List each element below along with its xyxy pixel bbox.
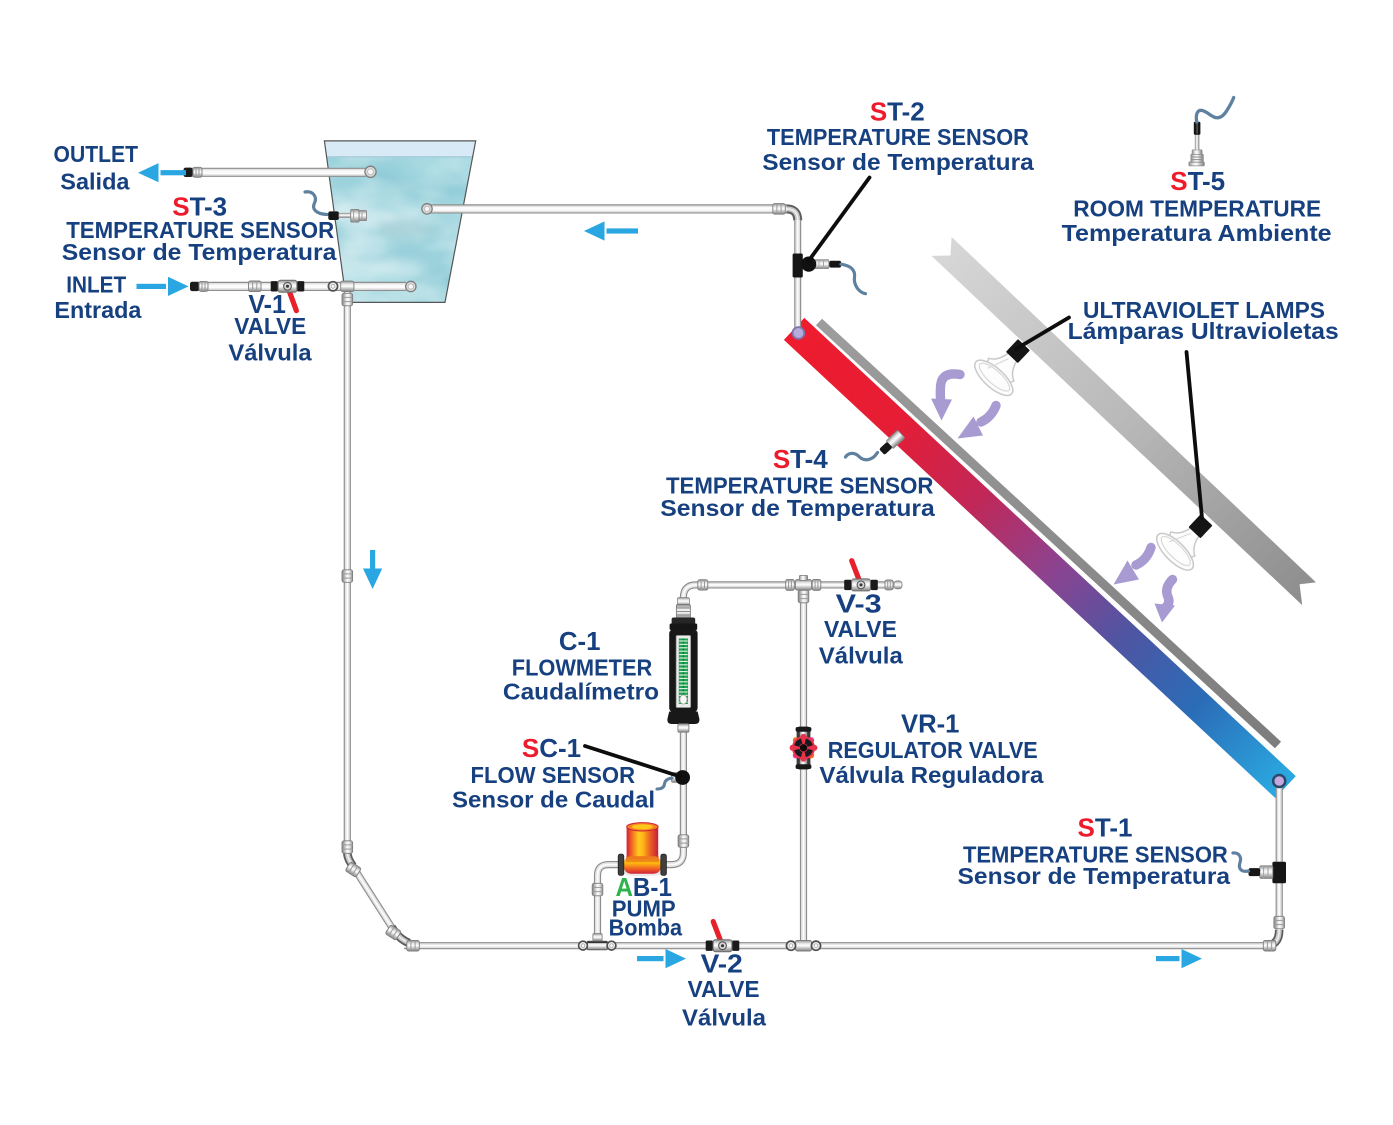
- svg-text:ST-3: ST-3: [172, 192, 227, 222]
- svg-text:ST-2: ST-2: [870, 97, 925, 127]
- svg-text:Válvula: Válvula: [228, 340, 312, 366]
- svg-text:TEMPERATURE SENSOR: TEMPERATURE SENSOR: [666, 473, 934, 499]
- svg-text:V-1: V-1: [248, 289, 286, 319]
- svg-text:VALVE: VALVE: [234, 313, 306, 339]
- svg-text:FLOWMETER: FLOWMETER: [512, 655, 653, 681]
- svg-text:OUTLET: OUTLET: [54, 141, 139, 167]
- svg-text:Sensor de Temperatura: Sensor de Temperatura: [762, 149, 1034, 175]
- svg-text:ST-4: ST-4: [773, 444, 828, 474]
- svg-text:ULTRAVIOLET LAMPS: ULTRAVIOLET LAMPS: [1083, 297, 1325, 323]
- svg-text:Sensor de Temperatura: Sensor de Temperatura: [660, 495, 935, 521]
- svg-text:ST-1: ST-1: [1078, 813, 1133, 843]
- svg-text:SC-1: SC-1: [522, 733, 581, 763]
- svg-text:INLET: INLET: [66, 272, 126, 298]
- svg-text:Sensor de Caudal: Sensor de Caudal: [452, 787, 655, 813]
- svg-text:C-1: C-1: [559, 626, 601, 656]
- svg-text:Válvula Reguladora: Válvula Reguladora: [819, 762, 1043, 788]
- svg-text:ST-5: ST-5: [1170, 166, 1225, 196]
- svg-text:V-3: V-3: [836, 589, 882, 619]
- svg-text:Válvula: Válvula: [682, 1005, 766, 1031]
- svg-text:V-2: V-2: [701, 949, 743, 979]
- svg-text:ROOM TEMPERATURE: ROOM TEMPERATURE: [1073, 196, 1321, 222]
- svg-text:REGULATOR VALVE: REGULATOR VALVE: [828, 737, 1038, 763]
- svg-text:TEMPERATURE SENSOR: TEMPERATURE SENSOR: [767, 124, 1029, 150]
- svg-text:AB-1: AB-1: [615, 872, 672, 902]
- svg-text:Válvula: Válvula: [819, 643, 903, 669]
- svg-text:PUMP: PUMP: [612, 895, 676, 921]
- svg-text:Sensor de Temperatura: Sensor de Temperatura: [62, 239, 337, 265]
- svg-text:Bomba: Bomba: [609, 915, 683, 941]
- svg-text:VR-1: VR-1: [901, 709, 960, 739]
- svg-text:FLOW SENSOR: FLOW SENSOR: [471, 762, 636, 788]
- svg-text:Salida: Salida: [60, 169, 129, 195]
- svg-text:TEMPERATURE SENSOR: TEMPERATURE SENSOR: [963, 842, 1228, 868]
- svg-text:VALVE: VALVE: [824, 616, 897, 642]
- svg-text:VALVE: VALVE: [688, 976, 760, 1002]
- svg-text:Entrada: Entrada: [54, 297, 141, 323]
- svg-text:Temperatura Ambiente: Temperatura Ambiente: [1062, 220, 1332, 246]
- svg-text:Lámparas Ultravioletas: Lámparas Ultravioletas: [1068, 318, 1339, 344]
- svg-text:TEMPERATURE SENSOR: TEMPERATURE SENSOR: [66, 217, 334, 243]
- svg-text:Sensor de Temperatura: Sensor de Temperatura: [958, 863, 1231, 889]
- svg-text:Caudalímetro: Caudalímetro: [503, 679, 659, 705]
